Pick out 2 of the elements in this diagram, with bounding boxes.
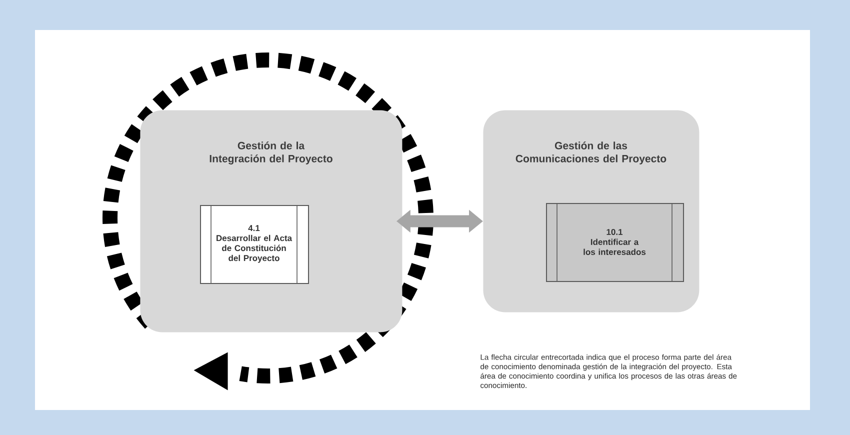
- process-box: 4.1 Desarrollar el Acta de Constitución del Proyecto: [200, 204, 309, 284]
- process-box: 10.1 Identificar a los interesados: [546, 202, 684, 282]
